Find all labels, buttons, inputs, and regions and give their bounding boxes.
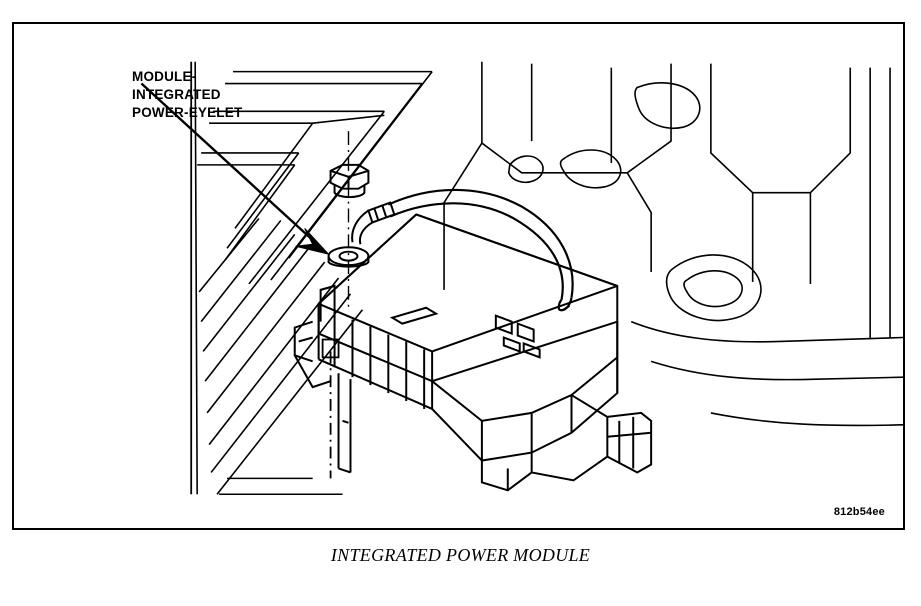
module-lower-fastener	[321, 338, 340, 479]
figure-caption: INTEGRATED POWER MODULE	[330, 545, 591, 565]
callout-label-module-integrated-power-eyelet: MODULE- INTEGRATED POWER-EYELET	[132, 69, 243, 120]
hex-nut	[329, 163, 370, 199]
integrated-power-module-housing	[293, 213, 653, 492]
figure-frame: MODULE- INTEGRATED POWER-EYELET 812b54ee	[12, 22, 905, 530]
callout-leader-line	[140, 82, 331, 256]
technical-illustration	[140, 61, 903, 496]
artwork-code: 812b54ee	[833, 506, 885, 518]
engine-compartment-background	[190, 61, 903, 496]
eyelet-terminal	[327, 201, 396, 268]
battery-positive-cable	[387, 188, 574, 312]
